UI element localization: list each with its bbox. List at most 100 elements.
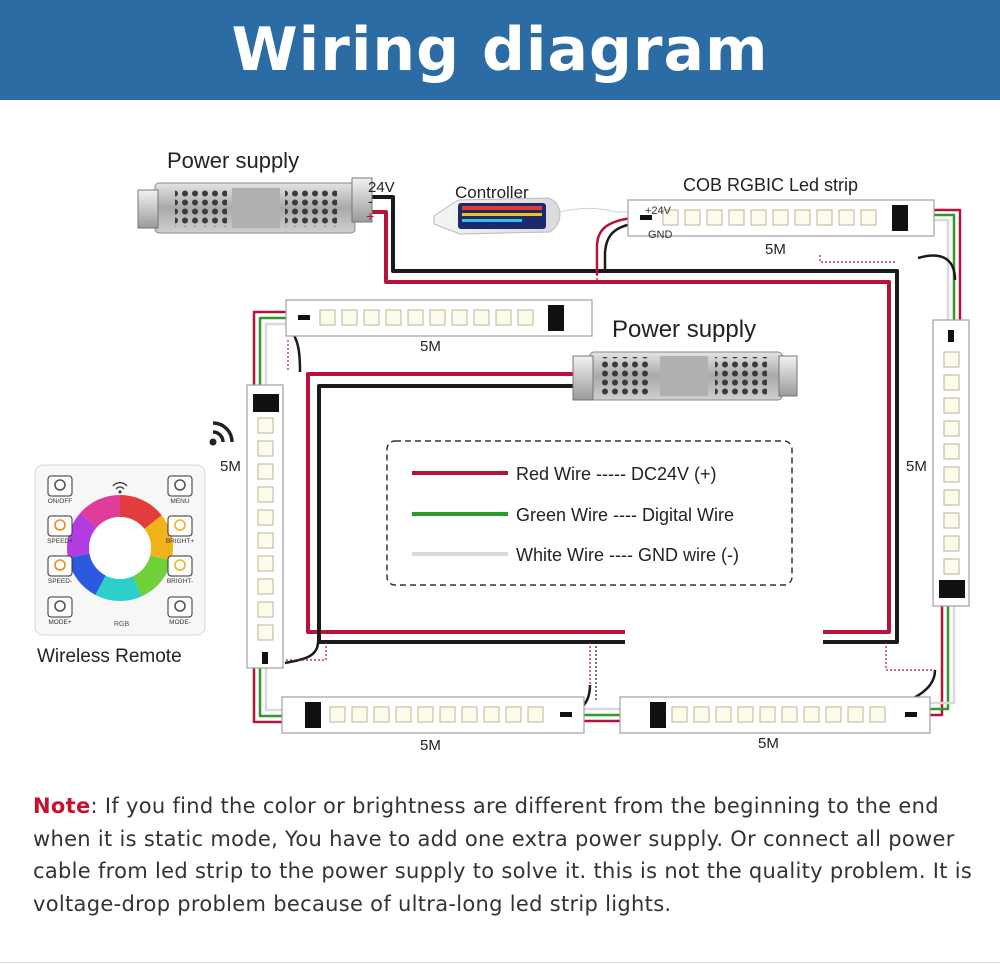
led-chip bbox=[671, 706, 688, 723]
led-chip bbox=[847, 706, 864, 723]
solder-pad bbox=[560, 712, 572, 717]
led-chip bbox=[750, 209, 767, 226]
mode-down-icon bbox=[174, 600, 186, 612]
solder-pad bbox=[640, 215, 652, 220]
power-icon bbox=[54, 479, 66, 491]
led-chip bbox=[803, 706, 820, 723]
mode-up-icon bbox=[54, 600, 66, 612]
wireless-remote: ON/OFF MENU SPEED+ BRIGHT+ SPEED- BRIGHT- MODE… bbox=[34, 464, 206, 636]
led-chip bbox=[772, 209, 789, 226]
wifi-icon bbox=[209, 421, 234, 446]
black-wire-main bbox=[372, 195, 899, 644]
remote-wifi-icon bbox=[112, 482, 128, 494]
led-chip bbox=[527, 706, 544, 723]
black-wire-mid-psu bbox=[317, 384, 625, 644]
led-strip-left bbox=[246, 384, 284, 669]
remote-button-label: ON/OFF bbox=[48, 498, 73, 505]
wires bbox=[252, 195, 962, 724]
led-chip bbox=[439, 706, 456, 723]
note-paragraph: Note: If you find the color or brightnes… bbox=[33, 790, 978, 920]
remote-button-menu[interactable]: MENU bbox=[167, 475, 193, 505]
speed-up-icon bbox=[54, 519, 66, 531]
led-chip bbox=[706, 209, 723, 226]
red-wire-mid-psu bbox=[306, 372, 625, 634]
controller-gnd-label: GND bbox=[648, 229, 673, 241]
led-chip bbox=[943, 420, 960, 437]
color-wheel bbox=[67, 495, 173, 601]
length-label-right-strip: 5M bbox=[906, 458, 927, 475]
remote-button-bright[interactable]: BRIGHT+ bbox=[166, 515, 195, 545]
led-chip bbox=[257, 555, 274, 572]
plus-label: + bbox=[366, 208, 374, 224]
page-title: Wiring diagram bbox=[231, 15, 769, 85]
led-strip-bottom-right bbox=[619, 696, 931, 734]
led-chip bbox=[257, 463, 274, 480]
brightness-down-icon bbox=[174, 559, 186, 571]
led-chip bbox=[483, 706, 500, 723]
remote-button-mode[interactable]: MODE- bbox=[167, 596, 193, 626]
controller-label: Controller bbox=[455, 183, 529, 202]
power-supply-top bbox=[137, 177, 373, 234]
length-label-left-strip: 5M bbox=[220, 458, 241, 475]
led-chip bbox=[407, 309, 424, 326]
led-chip bbox=[257, 624, 274, 641]
led-chip bbox=[505, 706, 522, 723]
power-supply-middle bbox=[572, 351, 798, 401]
strip-label: COB RGBIC Led strip bbox=[683, 175, 858, 195]
solder-pad bbox=[948, 330, 954, 342]
controller-device bbox=[433, 197, 561, 235]
led-chip bbox=[943, 397, 960, 414]
led-chip bbox=[429, 309, 446, 326]
led-chip bbox=[257, 578, 274, 595]
power-supply-mid-label: Power supply bbox=[612, 316, 756, 343]
led-chip bbox=[825, 706, 842, 723]
ic-chip bbox=[305, 702, 321, 728]
length-label-top-strip: 5M bbox=[765, 241, 786, 258]
remote-button-on-off[interactable]: ON/OFF bbox=[47, 475, 73, 505]
led-chip bbox=[395, 706, 412, 723]
led-chip bbox=[943, 558, 960, 575]
remote-button-mode[interactable]: MODE+ bbox=[47, 596, 73, 626]
remote-button-speed[interactable]: SPEED- bbox=[47, 555, 73, 585]
led-chip bbox=[715, 706, 732, 723]
menu-icon bbox=[174, 479, 186, 491]
legend: Red Wire ----- DC24V (+) Green Wire ----… bbox=[386, 440, 793, 586]
led-chip bbox=[662, 209, 679, 226]
remote-button-label: MENU bbox=[170, 498, 189, 505]
led-strips bbox=[246, 199, 970, 734]
legend-white-label: White Wire ---- GND wire (-) bbox=[516, 545, 739, 565]
remote-label: Wireless Remote bbox=[37, 646, 182, 667]
led-chip bbox=[341, 309, 358, 326]
led-chip bbox=[257, 486, 274, 503]
remote-button-bright[interactable]: BRIGHT- bbox=[167, 555, 193, 585]
led-chip bbox=[329, 706, 346, 723]
remote-button-label: MODE- bbox=[169, 619, 191, 626]
led-chip bbox=[257, 601, 274, 618]
led-chip bbox=[257, 509, 274, 526]
remote-button-label: MODE+ bbox=[48, 619, 72, 626]
led-chip bbox=[816, 209, 833, 226]
led-chip bbox=[517, 309, 534, 326]
led-chip bbox=[693, 706, 710, 723]
remote-button-label: SPEED- bbox=[48, 578, 72, 585]
ic-chip bbox=[650, 702, 666, 728]
speed-down-icon bbox=[54, 559, 66, 571]
remote-button-speed[interactable]: SPEED+ bbox=[47, 515, 73, 545]
remote-button-label: SPEED+ bbox=[47, 538, 73, 545]
solder-pad bbox=[262, 652, 268, 664]
note-label: Note bbox=[33, 794, 91, 818]
led-chip bbox=[461, 706, 478, 723]
led-chip bbox=[728, 209, 745, 226]
led-chip bbox=[257, 440, 274, 457]
led-chip bbox=[257, 532, 274, 549]
led-chip bbox=[451, 309, 468, 326]
led-chip bbox=[684, 209, 701, 226]
ic-chip bbox=[253, 394, 279, 412]
voltage-label: 24V bbox=[368, 179, 395, 196]
legend-green-label: Green Wire ---- Digital Wire bbox=[516, 505, 734, 525]
led-chip bbox=[838, 209, 855, 226]
led-chip bbox=[417, 706, 434, 723]
led-chip bbox=[869, 706, 886, 723]
remote-button-label: BRIGHT+ bbox=[166, 538, 195, 545]
